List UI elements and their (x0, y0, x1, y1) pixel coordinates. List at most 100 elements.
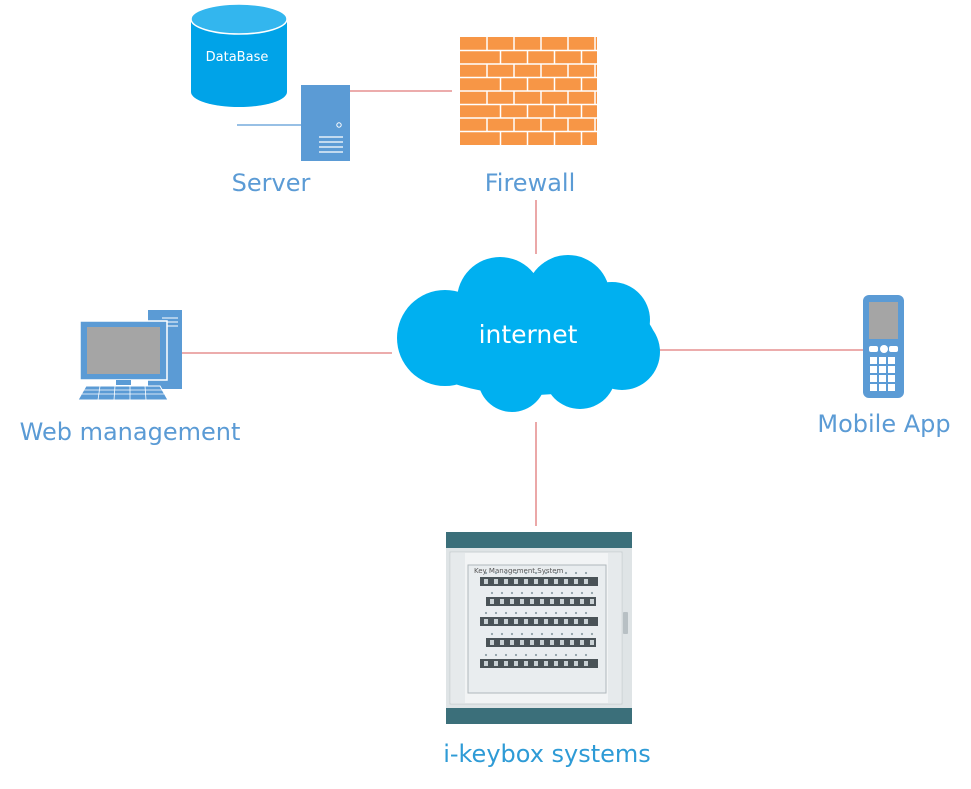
cloud-icon (397, 255, 660, 412)
phone-key (888, 357, 895, 364)
key-indicator (550, 591, 554, 595)
monitor-stand (116, 380, 131, 385)
key-indicator (530, 591, 534, 595)
keybox-panel-title: Key Management System (474, 567, 564, 575)
key-slot (534, 661, 538, 666)
phone-key (888, 375, 895, 382)
key-slot (554, 619, 558, 624)
key-indicator (544, 571, 548, 575)
key-indicator (584, 653, 588, 657)
key-indicator (544, 611, 548, 615)
key-slot (574, 619, 578, 624)
key-slot (514, 619, 518, 624)
connectors (181, 90, 863, 526)
key-slot (534, 579, 538, 584)
phone-button-center (880, 345, 888, 353)
key-slot (564, 661, 568, 666)
key-indicator (580, 632, 584, 636)
phone-key (870, 384, 877, 391)
key-slot (570, 599, 574, 604)
keybox-handle (623, 612, 628, 634)
key-slot (534, 619, 538, 624)
key-slot (524, 619, 528, 624)
key-slot (560, 599, 564, 604)
key-indicator (534, 611, 538, 615)
database-top (190, 3, 288, 35)
key-slot (554, 661, 558, 666)
key-indicator (520, 632, 524, 636)
key-indicator (520, 591, 524, 595)
key-indicator (514, 653, 518, 657)
key-slot (590, 599, 594, 604)
key-indicator (490, 632, 494, 636)
keyboard-keys (82, 385, 164, 401)
key-indicator (534, 653, 538, 657)
key-indicator (490, 591, 494, 595)
key-indicator (570, 591, 574, 595)
key-slot (580, 599, 584, 604)
internet-node: internet (397, 255, 660, 412)
key-indicator (574, 571, 578, 575)
key-indicator (514, 571, 518, 575)
server-icon (301, 85, 350, 161)
keybox-bottom-band (446, 708, 632, 724)
phone-key (879, 384, 886, 391)
phone-key (888, 384, 895, 391)
key-slot (590, 640, 594, 645)
key-indicator (534, 571, 538, 575)
server-label: Server (232, 169, 311, 197)
key-slot (574, 661, 578, 666)
key-indicator (554, 611, 558, 615)
keyboard-icon (77, 385, 169, 401)
phone-key (879, 375, 886, 382)
keybox-door-right (608, 553, 621, 703)
key-slot (490, 640, 494, 645)
mobile-label: Mobile App (817, 410, 950, 438)
database-label: DataBase (206, 50, 269, 65)
key-slot (504, 579, 508, 584)
key-indicator (494, 611, 498, 615)
key-strip (480, 617, 598, 626)
phone-key (870, 375, 877, 382)
key-indicator (524, 611, 528, 615)
key-slot (490, 599, 494, 604)
phone-screen (869, 302, 898, 339)
key-indicator (524, 653, 528, 657)
key-indicator (494, 571, 498, 575)
key-slot (520, 640, 524, 645)
key-slot (500, 599, 504, 604)
key-slot (560, 640, 564, 645)
key-indicator (510, 632, 514, 636)
mobile-node: Mobile App (817, 295, 951, 438)
keybox-label: i-keybox systems (443, 740, 651, 768)
key-indicator (494, 653, 498, 657)
key-slot (530, 599, 534, 604)
phone-button-left (869, 346, 878, 352)
key-indicator (544, 653, 548, 657)
key-slot (564, 579, 568, 584)
key-slot (550, 640, 554, 645)
key-indicator (560, 591, 564, 595)
phone-key (870, 366, 877, 373)
key-slot (494, 619, 498, 624)
key-slot (564, 619, 568, 624)
key-indicator (540, 632, 544, 636)
phone-key (870, 357, 877, 364)
web-node: Web management (20, 310, 241, 446)
key-indicator (574, 611, 578, 615)
key-slot (530, 640, 534, 645)
key-slot (544, 619, 548, 624)
key-slot (494, 579, 498, 584)
server-power-light (336, 122, 342, 128)
key-slot (520, 599, 524, 604)
key-slot (580, 640, 584, 645)
key-slot (540, 599, 544, 604)
key-indicator (540, 591, 544, 595)
key-indicator (564, 571, 568, 575)
monitor-screen (87, 327, 160, 374)
web-label: Web management (20, 418, 241, 446)
key-indicator (590, 591, 594, 595)
key-slot (510, 640, 514, 645)
key-indicator (574, 653, 578, 657)
